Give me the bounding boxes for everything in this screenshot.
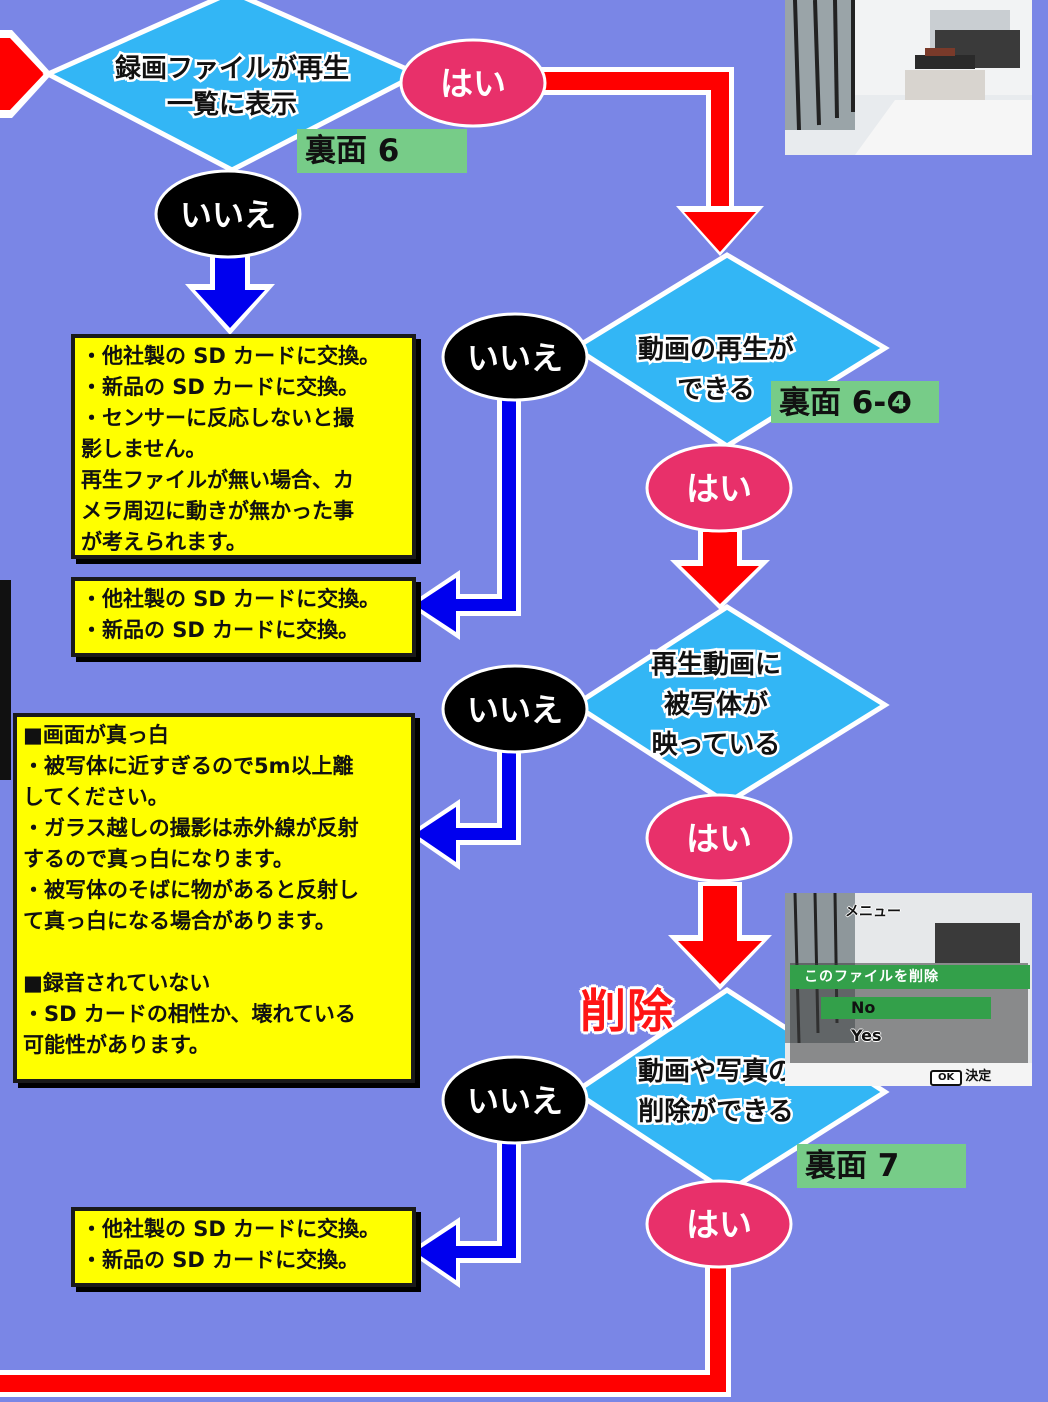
d4-line1: 動画や写真の: [638, 1057, 794, 1087]
d1-line2: 一覧に表示: [167, 90, 297, 120]
note-3-line: するので真っ白になります。: [23, 847, 294, 871]
note-3-line: ・被写体のそばに物があると反射し: [23, 878, 359, 902]
d3-line1: 再生動画に: [651, 650, 781, 680]
note-3-line: て真っ白になる場合があります。: [23, 909, 336, 933]
no-oval-4: いいえ: [441, 1055, 589, 1145]
edge-tab: [0, 580, 11, 780]
no-label-1: いいえ: [180, 196, 276, 234]
ref-tag-1: 裏面 6: [297, 129, 467, 173]
ref-tag-3: 裏面 7: [797, 1144, 966, 1188]
yes-label-4: はい: [686, 1205, 752, 1244]
yes-path-1: [540, 67, 734, 212]
no-arrow-4: [408, 1136, 521, 1288]
d2-line1: 動画の再生が: [638, 334, 794, 365]
yes-oval-4: はい: [645, 1179, 793, 1269]
d1-line1: 録画ファイルが再生: [115, 53, 349, 84]
ok-label: 決定: [965, 1069, 992, 1084]
note-1-line: ・他社製の SD カードに交換。: [81, 344, 381, 368]
d4-line2: 削除ができる: [638, 1096, 793, 1127]
note-2-line: ・新品の SD カードに交換。: [81, 618, 360, 642]
note-1-line: 再生ファイルが無い場合、カ: [81, 468, 354, 492]
note-1-line: が考えられます。: [81, 530, 247, 554]
yes-arrow-3: [668, 882, 772, 990]
no-oval-3: いいえ: [441, 664, 589, 754]
menu-option-no: No: [821, 997, 991, 1019]
note-3-line: ■録音されていない: [23, 971, 211, 995]
d2-line2: できる: [677, 375, 754, 405]
note-3-line: ・被写体に近すぎるので5m以上離: [23, 754, 354, 778]
yes-label-1: はい: [440, 64, 506, 103]
note-4-line: ・新品の SD カードに交換。: [81, 1248, 360, 1272]
ok-key-icon: OK: [930, 1070, 963, 1086]
menu-option-yes: Yes: [851, 1026, 882, 1045]
note-3-line: ・SD カードの相性か、壊れている: [23, 1002, 356, 1026]
yes-path-final: [0, 1260, 731, 1397]
note-1-line: 影しません。: [81, 437, 207, 461]
note-1-line: ・センサーに反応しないと撮: [81, 406, 354, 430]
note-3-line: [23, 937, 405, 968]
no-oval-2: いいえ: [441, 312, 589, 402]
menu-title: メニュー: [845, 904, 901, 920]
note-1-line: メラ周辺に動きが無かった事: [81, 499, 354, 523]
note-1-line: ・新品の SD カードに交換。: [81, 375, 360, 399]
room-photo: [785, 0, 1032, 155]
no-arrow-2: [408, 392, 521, 640]
note-box-1: ・他社製の SD カードに交換。 ・新品の SD カードに交換。 ・センサーに反…: [71, 334, 416, 559]
note-4-line: ・他社製の SD カードに交換。: [81, 1217, 381, 1241]
no-label-2: いいえ: [467, 339, 563, 377]
yes-oval-3: はい: [645, 793, 793, 883]
note-3-line: してください。: [23, 785, 169, 809]
yes-oval-1: はい: [399, 38, 547, 128]
no-arrow-1: [185, 250, 275, 335]
yes-oval-2: はい: [645, 443, 793, 533]
note-2-line: ・他社製の SD カードに交換。: [81, 587, 381, 611]
menu-item-delete-file: このファイルを削除: [790, 965, 1030, 989]
note-box-2: ・他社製の SD カードに交換。 ・新品の SD カードに交換。: [71, 577, 416, 657]
ref-tag-2: 裏面 6-❹: [771, 381, 939, 423]
no-arrow-3: [408, 745, 521, 870]
no-oval-1: いいえ: [154, 169, 302, 259]
d3-line3: 映っている: [652, 730, 781, 760]
note-3-line: 可能性があります。: [23, 1033, 210, 1057]
yes-arrow-2: [670, 528, 770, 610]
yes-label-2: はい: [686, 469, 752, 508]
note-3-line: ・ガラス越しの撮影は赤外線が反射: [23, 816, 359, 840]
yes-arrow-1: [676, 206, 764, 256]
yes-label-3: はい: [686, 819, 752, 858]
note-box-3: ■画面が真っ白 ・被写体に近すぎるので5m以上離 してください。 ・ガラス越しの…: [13, 713, 415, 1083]
d3-line2: 被写体が: [664, 689, 768, 720]
delete-label: 削除: [580, 984, 674, 1038]
note-3-line: ■画面が真っ白: [23, 723, 169, 747]
note-box-4: ・他社製の SD カードに交換。 ・新品の SD カードに交換。: [71, 1207, 416, 1287]
no-label-3: いいえ: [467, 691, 563, 729]
no-label-4: いいえ: [467, 1082, 563, 1120]
entry-arrow: [0, 30, 52, 118]
